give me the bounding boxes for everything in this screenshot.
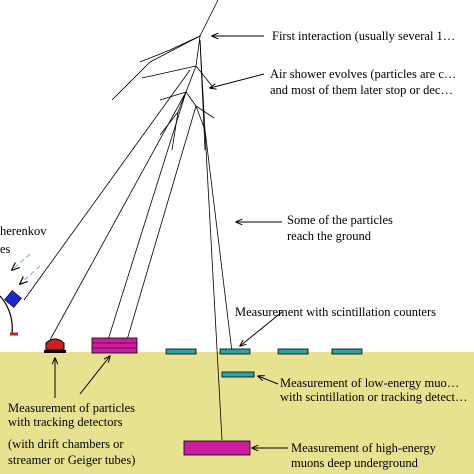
cherenkov-label-line1: herenkov	[0, 224, 47, 238]
deep-muon-detector	[183, 440, 251, 456]
reach-ground-label-line1: Some of the particles	[287, 213, 393, 227]
scintillation-counters-label: Measurement with scintillation counters	[235, 305, 436, 319]
scintillation-counter-array	[165, 348, 363, 355]
reach-ground-label-line2: reach the ground	[287, 229, 371, 243]
low-energy-muon-label-line1: Measurement of low-energy muo…	[280, 376, 460, 390]
high-energy-muon-label-line1: Measurement of high-energy	[291, 441, 436, 455]
tracking-label-line4: streamer or Geiger tubes)	[8, 453, 136, 467]
first-interaction-label: First interaction (usually several 1…	[272, 29, 456, 43]
cherenkov-light-rays	[12, 253, 41, 284]
tracking-detector-stack	[91, 337, 138, 354]
scint-counter	[331, 348, 363, 355]
low-energy-muon-label-line2: with scintillation or tracking detect…	[280, 390, 468, 404]
scint-counter	[219, 348, 251, 355]
high-energy-muon-label-line2: muons deep underground	[291, 456, 418, 470]
low-energy-muon-detector	[221, 371, 255, 378]
red-dome-detector	[44, 338, 66, 353]
cherenkov-telescope	[0, 290, 22, 336]
cherenkov-label-line2: es	[0, 242, 11, 256]
shower-evolution-label-line1: Air shower evolves (particles are c…	[270, 67, 457, 81]
annotation-arrows	[55, 36, 288, 448]
tracking-label-line3: (with drift chambers or	[8, 437, 124, 451]
scint-counter	[165, 348, 197, 355]
shower-evolution-label-line2: and most of them later stop or dec…	[270, 83, 453, 97]
air-shower-tracks	[23, 0, 233, 441]
tracking-label-line2: with tracking detectors	[8, 415, 123, 429]
tracking-label-line1: Measurement of particles	[8, 401, 136, 415]
scint-counter	[277, 348, 309, 355]
